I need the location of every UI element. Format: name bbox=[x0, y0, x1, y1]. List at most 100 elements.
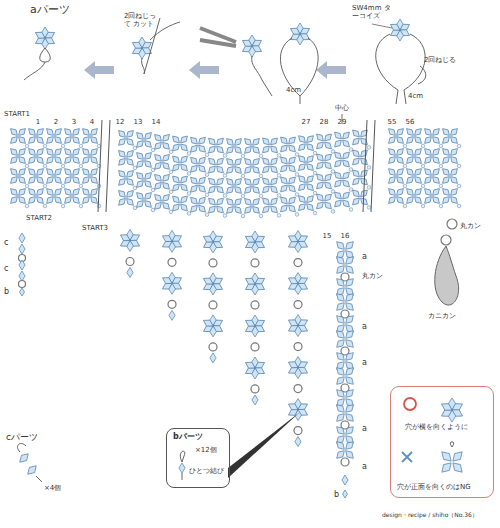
bicone-bead bbox=[161, 160, 172, 171]
bicone-bead bbox=[197, 155, 208, 166]
bicone-bead bbox=[243, 196, 254, 207]
ok-mark bbox=[404, 398, 416, 410]
bicone-bead bbox=[343, 402, 355, 414]
bicone-bead bbox=[287, 401, 300, 412]
bicone-bead bbox=[279, 155, 290, 166]
round-bead bbox=[43, 144, 47, 148]
bicone-bead bbox=[334, 439, 346, 451]
bicone-bead bbox=[341, 130, 352, 141]
bicone-bead bbox=[297, 142, 308, 153]
part-letter: b bbox=[334, 490, 339, 499]
bicone-bead bbox=[233, 196, 244, 207]
bicone-bead bbox=[261, 176, 272, 187]
bicone-bead bbox=[440, 401, 454, 414]
bicone-bead bbox=[215, 196, 226, 207]
bicone-bead bbox=[125, 148, 136, 159]
bicone-bead bbox=[53, 135, 64, 146]
wire bbox=[18, 444, 42, 482]
bicone-bead bbox=[207, 184, 218, 195]
bicone-bead bbox=[135, 198, 146, 209]
bicone-bead bbox=[387, 155, 398, 166]
bicone-bead bbox=[35, 127, 46, 138]
round-bead bbox=[259, 154, 263, 158]
bicone-bead bbox=[297, 134, 308, 145]
round-bead bbox=[349, 188, 353, 192]
bicone-bead bbox=[343, 300, 355, 312]
round-bead bbox=[133, 166, 137, 170]
bicone-bead bbox=[323, 180, 334, 191]
bicone-bead bbox=[334, 328, 346, 340]
bicone-bead bbox=[143, 130, 154, 141]
bicone-bead bbox=[179, 162, 190, 173]
bicone-bead bbox=[153, 152, 164, 163]
round-bead bbox=[43, 164, 47, 168]
round-bead bbox=[97, 144, 101, 148]
bicone-bead bbox=[351, 168, 362, 179]
bicone-bead bbox=[153, 140, 164, 151]
center-label: 中心 bbox=[335, 104, 349, 112]
bicone-bead bbox=[125, 136, 136, 147]
round-bead bbox=[259, 174, 263, 178]
part-label: カニカン bbox=[428, 312, 456, 320]
bicone-bead bbox=[27, 127, 38, 138]
start-mark: START1 bbox=[4, 110, 30, 118]
bicone-bead bbox=[9, 167, 20, 178]
bicone-bead bbox=[279, 135, 290, 146]
pliers bbox=[200, 28, 236, 46]
bicone-bead bbox=[169, 310, 175, 320]
bicone-bead bbox=[143, 178, 154, 189]
bicone-bead bbox=[333, 158, 344, 169]
step-arrow bbox=[316, 61, 346, 79]
a-part-chain bbox=[334, 239, 355, 498]
bicone-bead bbox=[207, 176, 218, 187]
bicone-bead bbox=[441, 175, 452, 186]
bicone-bead bbox=[341, 178, 352, 189]
jump-ring bbox=[168, 258, 176, 266]
bicone-bead bbox=[323, 200, 334, 211]
note-text: 穴が横を向くように bbox=[405, 423, 468, 431]
round-bead bbox=[133, 206, 137, 210]
bicone-bead bbox=[334, 374, 346, 386]
part-name: bパーツ bbox=[173, 432, 203, 441]
bicone-bead bbox=[17, 147, 28, 158]
bicone-bead bbox=[251, 176, 262, 187]
jump-ring bbox=[294, 385, 302, 393]
bicone-bead bbox=[334, 291, 346, 303]
lobster-clasp bbox=[435, 246, 459, 305]
bicone-bead bbox=[423, 175, 434, 186]
bicone-bead bbox=[171, 182, 182, 193]
round-bead bbox=[259, 194, 263, 198]
bicone-bead bbox=[387, 187, 398, 198]
bicone-bead bbox=[45, 147, 56, 158]
bicone-bead bbox=[287, 175, 298, 186]
round-bead bbox=[79, 204, 83, 208]
bicone-bead bbox=[287, 359, 300, 370]
bicone-bead bbox=[161, 152, 172, 163]
bicone-bead bbox=[343, 291, 355, 303]
bicone-bead bbox=[305, 142, 316, 153]
bicone-bead bbox=[395, 187, 406, 198]
bicone-bead bbox=[202, 317, 215, 328]
callout-number: 29 bbox=[338, 118, 347, 126]
round-bead bbox=[151, 188, 155, 192]
part-name: aパーツ bbox=[30, 4, 70, 17]
bicone-bead bbox=[343, 313, 355, 325]
bicone-bead bbox=[305, 162, 316, 173]
bicone-bead bbox=[261, 196, 272, 207]
bicone-bead bbox=[153, 172, 164, 183]
round-bead bbox=[151, 168, 155, 172]
bicone-bead bbox=[351, 148, 362, 159]
leader-line bbox=[372, 24, 392, 28]
bicone-bead bbox=[35, 195, 46, 206]
bicone-bead bbox=[117, 128, 128, 139]
bicone-bead bbox=[19, 233, 25, 243]
bicone-bead bbox=[279, 195, 290, 206]
bicone-bead bbox=[315, 192, 326, 203]
bicone-bead bbox=[343, 411, 355, 423]
round-bead bbox=[331, 150, 335, 154]
callout-number: 27 bbox=[302, 118, 311, 126]
bicone-bead bbox=[359, 148, 370, 159]
bicone-bead bbox=[17, 167, 28, 178]
bicone-bead bbox=[343, 424, 355, 436]
